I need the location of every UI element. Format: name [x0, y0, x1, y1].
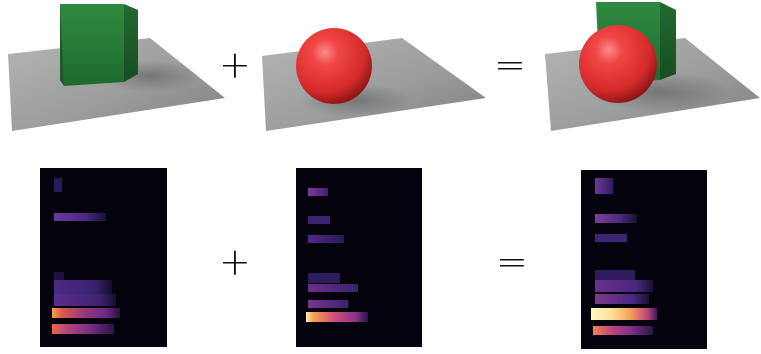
spectral-band	[595, 294, 649, 304]
spectral-band	[308, 235, 344, 243]
scene-row	[8, 2, 760, 131]
plus-operator: +	[219, 240, 251, 284]
spectral-band	[306, 312, 368, 322]
equals-operator: =	[496, 240, 528, 284]
spectral-band	[54, 213, 106, 221]
spectral-band	[308, 188, 328, 196]
spectral-band	[52, 324, 114, 334]
equals-operator: =	[494, 43, 526, 87]
scene-cube	[8, 4, 225, 131]
spectral-band	[308, 216, 330, 224]
spectral-band	[595, 214, 637, 223]
spectral-band	[308, 284, 358, 292]
red-sphere	[296, 28, 372, 104]
spectral-band	[54, 280, 112, 294]
spectral-band	[308, 300, 348, 308]
spectral-band	[52, 308, 120, 318]
green-cube	[60, 4, 138, 86]
red-sphere	[579, 25, 657, 103]
combined-spectrogram	[581, 170, 707, 349]
spectral-band	[595, 234, 627, 242]
scene-combined	[545, 2, 760, 131]
spectral-band	[595, 280, 653, 292]
spectral-band	[595, 178, 613, 194]
spectral-band	[308, 273, 340, 283]
spectral-band	[54, 272, 64, 282]
spectral-band	[54, 294, 116, 306]
plus-operator: +	[219, 43, 251, 87]
scene-sphere	[262, 28, 486, 131]
spectral-band	[54, 178, 62, 192]
spectral-band	[591, 308, 657, 320]
sphere-spectrogram	[296, 168, 422, 347]
spectral-band	[595, 270, 635, 280]
spectral-band	[593, 326, 653, 335]
cube-spectrogram	[40, 168, 167, 347]
